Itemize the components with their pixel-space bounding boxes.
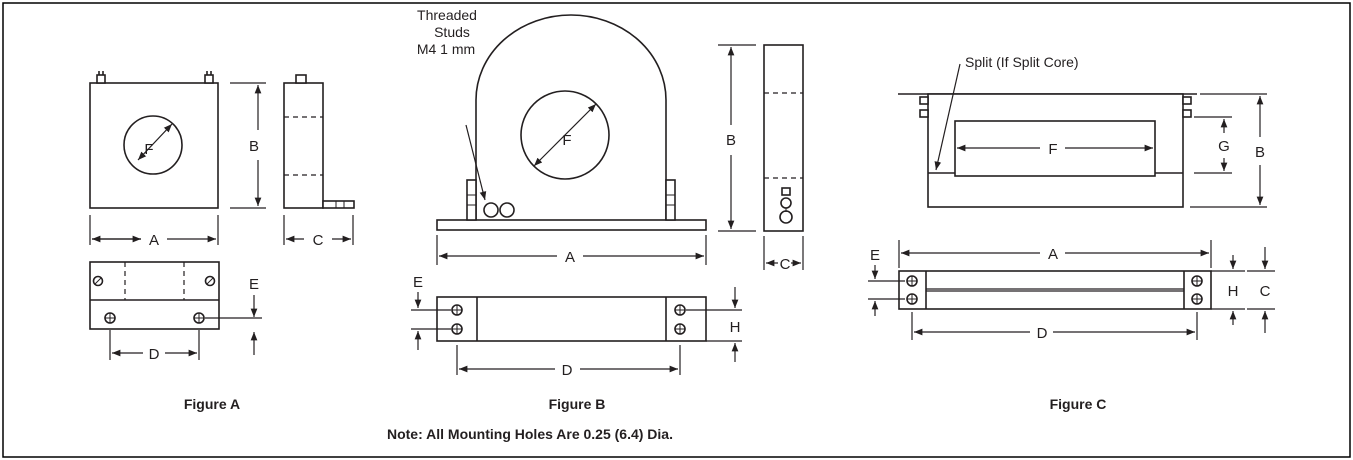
figure-b-caption: Figure B — [549, 396, 606, 412]
figure-a — [89, 71, 355, 360]
fig-b-dim-b: B — [726, 132, 736, 149]
fig-b-studs-label-line2: Studs — [434, 24, 470, 40]
fig-a-dim-d: D — [149, 346, 160, 363]
fig-b-dim-h: H — [730, 319, 741, 336]
fig-a-dim-a: A — [149, 232, 159, 249]
fig-c-dim-b: B — [1255, 144, 1265, 161]
fig-b-dim-a: A — [565, 249, 575, 266]
fig-b-dim-c: C — [780, 256, 791, 273]
fig-c-dim-c: C — [1260, 283, 1271, 300]
figure-a-side-view — [283, 74, 355, 209]
fig-c-dim-h: H — [1228, 283, 1239, 300]
fig-c-dim-a: A — [1048, 246, 1058, 263]
fig-b-studs-label-line3: M4 1 mm — [417, 41, 475, 57]
figure-a-bottom-view — [89, 261, 220, 330]
figure-a-front-view — [89, 71, 219, 209]
figure-c-caption: Figure C — [1050, 396, 1107, 412]
fig-a-dim-b: B — [249, 138, 259, 155]
figure-b-bottom-view — [436, 296, 707, 342]
figure-b-front-view — [436, 14, 707, 231]
figure-a-caption: Figure A — [184, 396, 240, 412]
fig-a-dim-f: F — [144, 141, 153, 158]
fig-c-dim-f: F — [1048, 141, 1057, 158]
figure-b-side-view — [763, 44, 804, 232]
fig-b-studs-label-line1: Threaded — [417, 7, 477, 23]
mounting-holes-note: Note: All Mounting Holes Are 0.25 (6.4) … — [387, 426, 673, 442]
fig-a-dim-c: C — [313, 232, 324, 249]
figure-b — [411, 14, 804, 375]
fig-c-dim-g: G — [1218, 138, 1230, 155]
fig-c-dim-d: D — [1037, 325, 1048, 342]
fig-a-dim-e: E — [249, 276, 259, 293]
fig-b-dim-f: F — [562, 132, 571, 149]
figure-c — [868, 63, 1275, 340]
figure-c-front-view — [898, 63, 1197, 208]
fig-b-dim-d: D — [562, 362, 573, 379]
fig-c-split-label: Split (If Split Core) — [965, 54, 1079, 70]
fig-b-dim-e: E — [413, 274, 423, 291]
fig-c-dim-e: E — [870, 247, 880, 264]
figure-c-bottom-view — [898, 270, 1212, 310]
